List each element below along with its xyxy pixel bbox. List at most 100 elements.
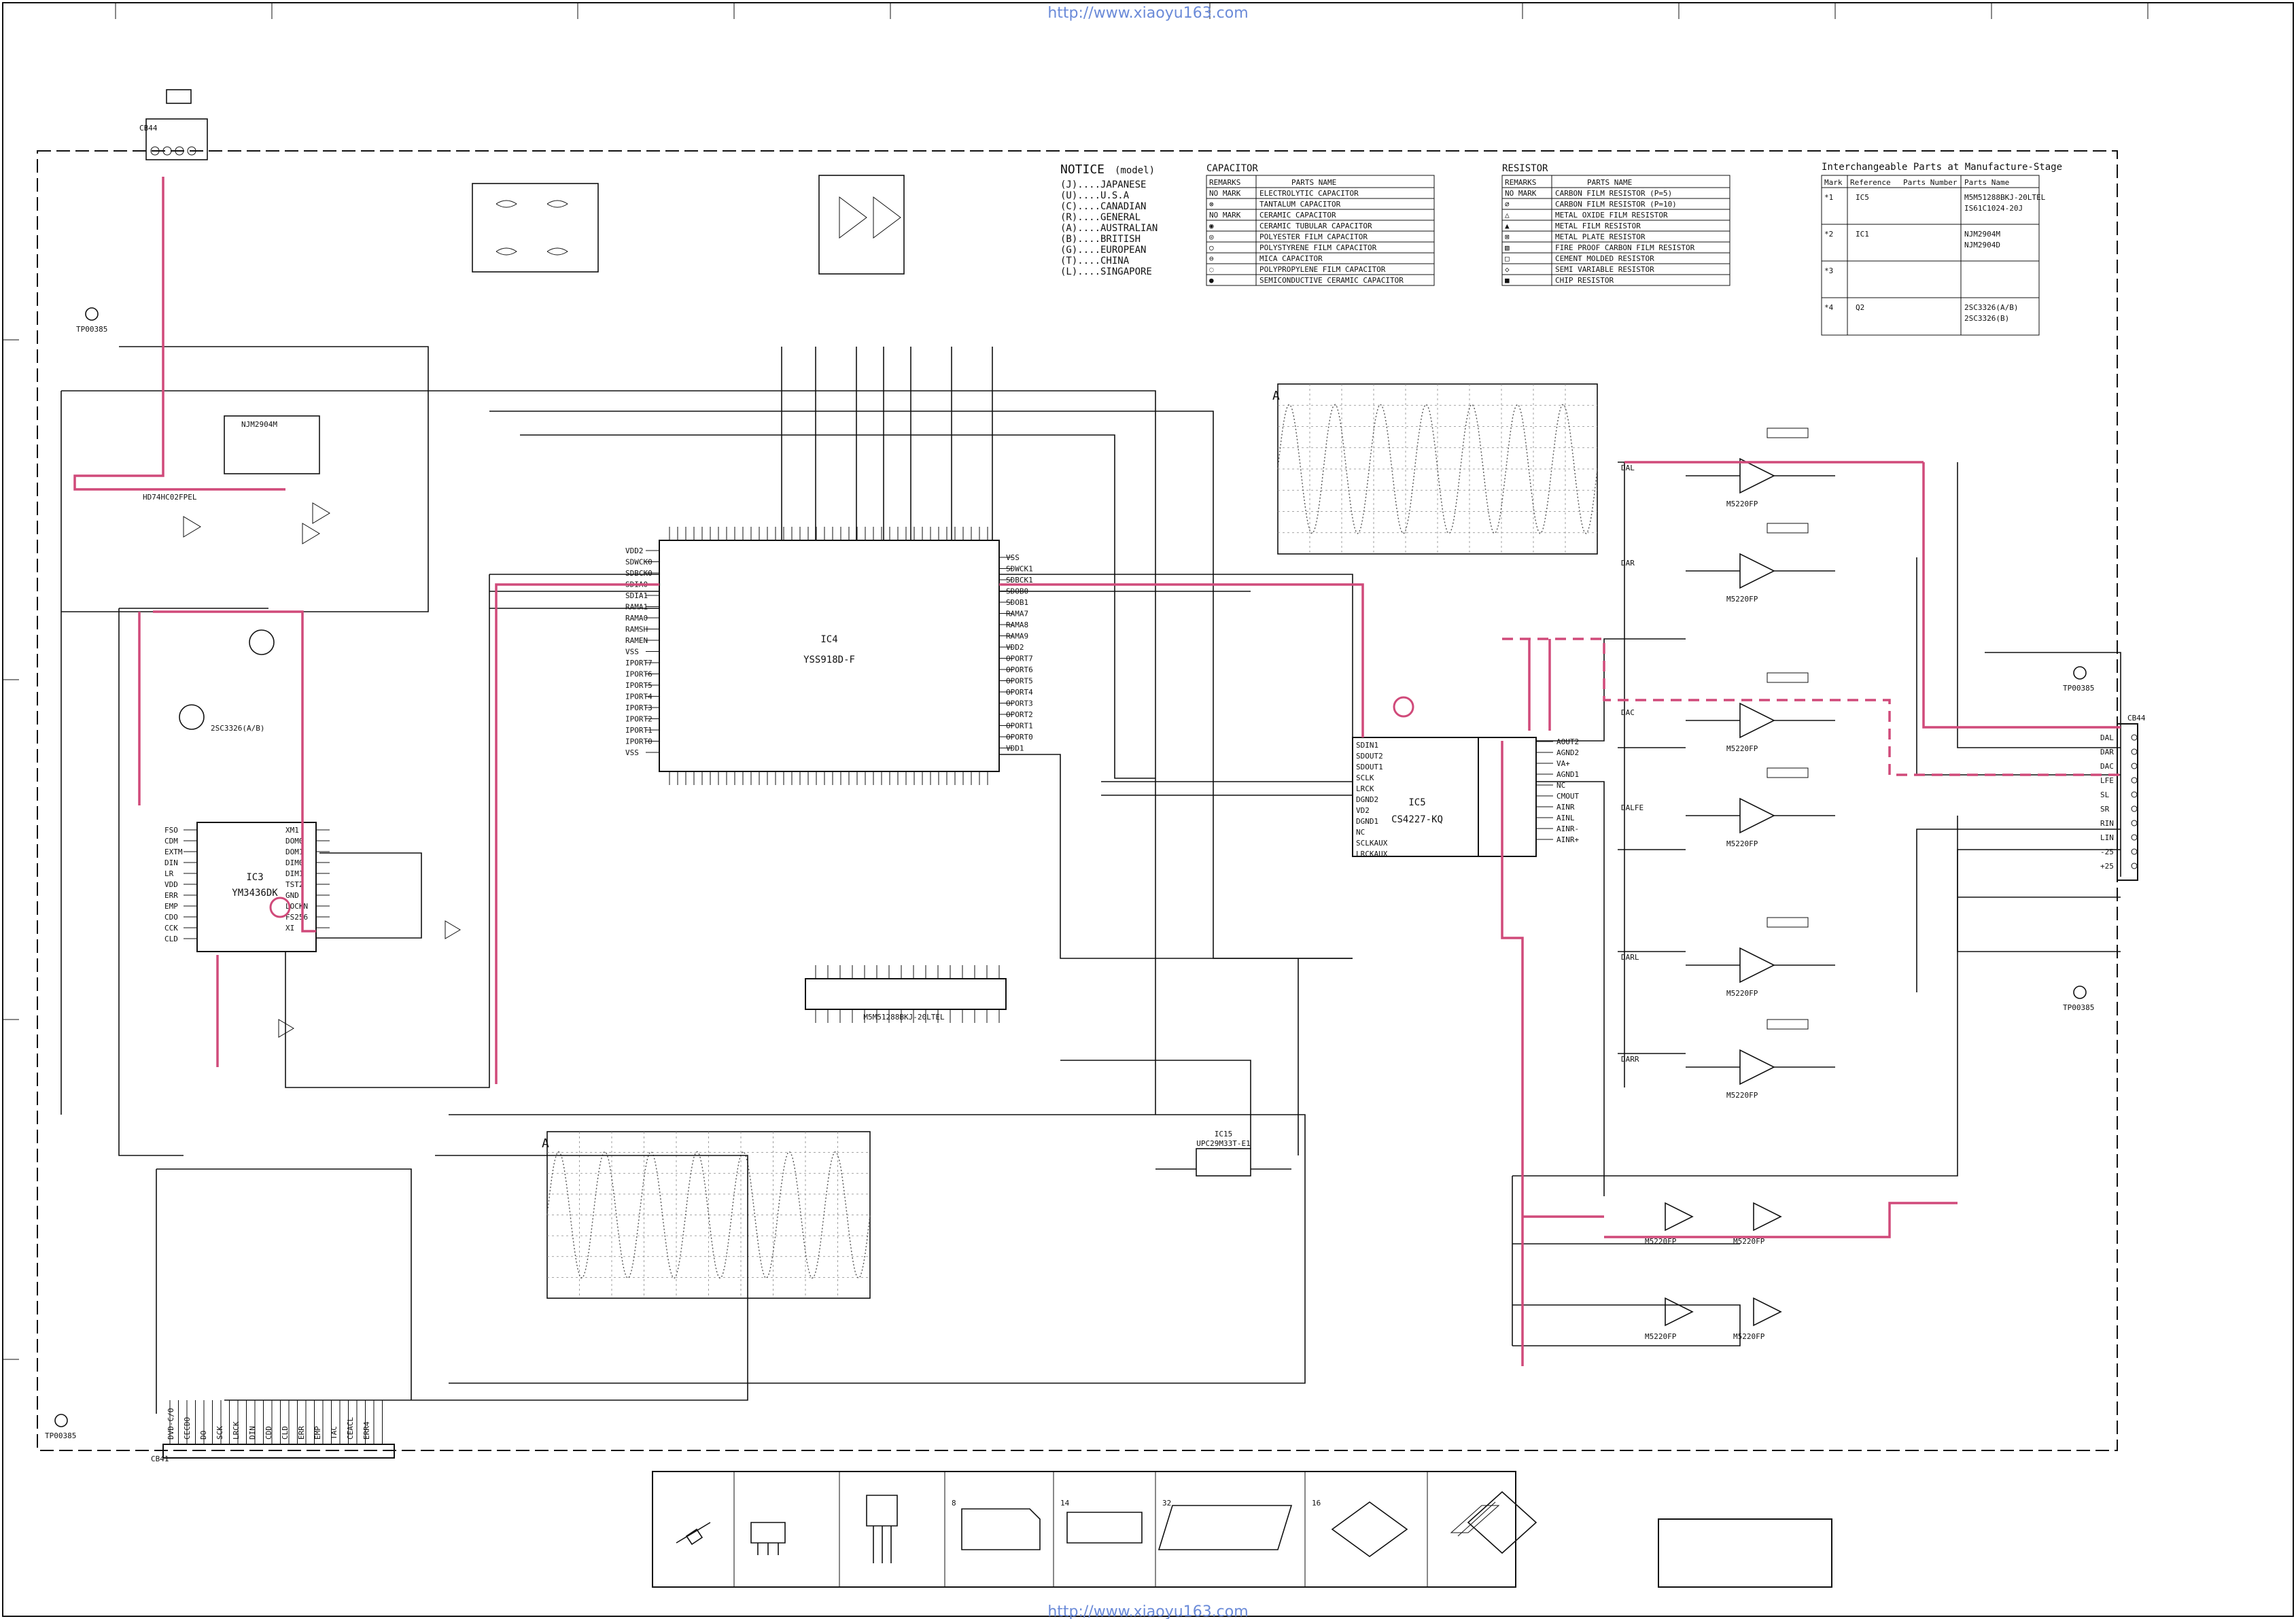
testpoint-label: TP00385 — [2063, 1003, 2094, 1012]
ic4-pin-label: VSS — [625, 748, 639, 757]
resistor-row-name: CHIP RESISTOR — [1555, 276, 1614, 285]
interchangeable-ref: IC5 — [1856, 193, 1869, 202]
resistor-row-name: METAL OXIDE FILM RESISTOR — [1555, 211, 1668, 220]
connector-bottom-pin-label: CLD — [281, 1426, 290, 1440]
ic4-pin-label: SDWCK1 — [1006, 565, 1033, 574]
opamp-part: M5220FP — [1733, 1237, 1765, 1246]
capacitor-row-remark: NO MARK — [1209, 189, 1241, 198]
ic5-pin-label: VD2 — [1356, 806, 1370, 815]
ic3-pin-label: CLD — [164, 935, 178, 943]
ic3-pin-label: DIM1 — [285, 869, 304, 878]
connector-bottom-pin-label: CEACL — [346, 1417, 355, 1440]
ic3-pin-label: CDM — [164, 837, 178, 846]
notice-item: (C)....CANADIAN — [1060, 201, 1146, 212]
ic4-pin-label: VDD2 — [625, 546, 644, 555]
capacitor-row-name: CERAMIC CAPACITOR — [1259, 211, 1336, 220]
oscilloscope-top: A — [1272, 383, 1598, 555]
ic1-part: NJM2904M — [241, 420, 277, 429]
testpoints: TP00385 TP00385 TP00385 TP00385 — [45, 307, 2094, 1440]
ic4-pin-label: VSS — [625, 648, 639, 657]
interchangeable-part: NJM2904M — [1964, 230, 2000, 239]
resistor-row-remark: △ — [1505, 211, 1510, 220]
testpoint-label: TP00385 — [76, 325, 107, 334]
q-part: 2SC3326(A/B) — [211, 724, 264, 733]
resistor-row-remark: ▧ — [1505, 243, 1510, 252]
parts-strip-pin-count: 32 — [1162, 1499, 1171, 1508]
ic5-pin-label: AINR- — [1556, 824, 1579, 833]
ic3-pin-label: FS256 — [285, 913, 308, 922]
interchangeable-ref: Q2 — [1856, 303, 1864, 312]
ic4-pin-label: OPORT5 — [1006, 677, 1033, 686]
ic5-pin-label: SDOUT1 — [1356, 763, 1383, 771]
opamp-part: M5220FP — [1726, 839, 1758, 848]
ic-pinout-quad-nor — [472, 183, 599, 273]
interchangeable-part: 2SC3326(A/B) — [1964, 303, 2018, 312]
ic4-pin-label: IPORT6 — [625, 670, 653, 679]
resistor-header: REMARKS — [1505, 178, 1536, 187]
capacitor-row-remark: ◉ — [1209, 222, 1214, 230]
interchangeable-ref: IC1 — [1856, 230, 1869, 239]
ic5-pin-label: LRCK — [1356, 784, 1374, 793]
ic5-pin-label: CMOUT — [1556, 792, 1579, 801]
opamp-part: M5220FP — [1726, 1091, 1758, 1100]
ic5-pin-label: SDIN1 — [1356, 741, 1378, 750]
testpoint-label: TP00385 — [45, 1431, 76, 1440]
notice-item: (R)....GENERAL — [1060, 212, 1141, 223]
notice-title: NOTICE — [1060, 162, 1104, 177]
ic5-pin-label: SCLK — [1356, 773, 1374, 782]
ic3-pin-label: FSO — [164, 826, 178, 835]
capacitor-row-name: TANTALUM CAPACITOR — [1259, 200, 1341, 209]
connector-bottom-pin-label: ERR — [297, 1426, 306, 1440]
capacitor-row-remark: NO MARK — [1209, 211, 1241, 220]
parts-strip-pin-count: 16 — [1312, 1499, 1321, 1508]
ic3-pin-label: CDO — [164, 913, 178, 922]
ic4-pin-label: OPORT7 — [1006, 655, 1033, 663]
resistor-row-name: METAL PLATE RESISTOR — [1555, 232, 1646, 241]
ic5-pin-label: AINL — [1556, 814, 1575, 822]
connector-top-left-ref: CB44 — [139, 124, 158, 133]
ic5-pin-label: SDOUT2 — [1356, 752, 1383, 761]
notice-item: (B)....BRITISH — [1060, 234, 1141, 245]
resistor-row-name: METAL FILM RESISTOR — [1555, 222, 1641, 230]
ic4-pin-label: SDOB1 — [1006, 598, 1028, 607]
resistor-row-name: CARBON FILM RESISTOR (P=5) — [1555, 189, 1672, 198]
ic4-pin-label: IPORT5 — [625, 681, 653, 690]
resistor-row-name: CARBON FILM RESISTOR (P=10) — [1555, 200, 1677, 209]
notice-subtitle: (model) — [1115, 165, 1155, 176]
connector-right-pin-label: DAL — [2100, 733, 2114, 742]
notice-item: (A)....AUSTRALIAN — [1060, 223, 1158, 234]
connector-right-pin-label: LFE — [2100, 776, 2114, 785]
ic5-pin-label: DGND1 — [1356, 817, 1378, 826]
ic4-pin-label: OPORT6 — [1006, 665, 1033, 674]
interchangeable-part: 2SC3326(B) — [1964, 314, 2009, 323]
notice-item: (L)....SINGAPORE — [1060, 266, 1152, 277]
ic4-pin-label: SDBCK0 — [625, 569, 653, 578]
ic5-pins: SDIN1SDOUT2SDOUT1SCLKLRCKDGND2VD2DGND1NC… — [1356, 737, 1579, 858]
connector-bottom-pin-label: CDD — [264, 1426, 273, 1440]
resistor-header: PARTS NAME — [1587, 178, 1632, 187]
ic3-pin-label: TST2 — [285, 880, 304, 889]
sram-part: M5M51288BKJ-20LTEL — [863, 1013, 945, 1022]
opamp-stages: M5220FPDALM5220FPDARM5220FPDACM5220FPDAL… — [1621, 428, 1835, 1341]
ic4-pin-label: OPORT1 — [1006, 722, 1033, 731]
notice-item: (J)....JAPANESE — [1060, 179, 1146, 190]
connector-right-pin-label: DAR — [2100, 748, 2114, 756]
notice-block: NOTICE (model) (J)....JAPANESE(U)....U.S… — [1060, 162, 1158, 277]
ic5-part: CS4227-KQ — [1391, 814, 1443, 825]
connector-bottom-pin-label: ERR4 — [362, 1421, 371, 1440]
capacitor-row-name: CERAMIC TUBULAR CAPACITOR — [1259, 222, 1372, 230]
capacitor-header: PARTS NAME — [1291, 178, 1336, 187]
ic4-part: YSS918D-F — [803, 655, 855, 665]
connector-right-pin-label: LIN — [2100, 833, 2114, 842]
resistor-row-remark: ◇ — [1505, 265, 1510, 274]
ic3-pin-label: VDD — [164, 880, 178, 889]
opamp-part: M5220FP — [1733, 1332, 1765, 1341]
connector-top-left: CB44 — [139, 89, 208, 160]
ic4-pin-label: IPORT2 — [625, 715, 653, 724]
ic5-pin-label: DGND2 — [1356, 795, 1378, 804]
ic5-pin-label: AINR — [1556, 803, 1575, 812]
connector-right-pin-label: -25 — [2100, 848, 2114, 856]
